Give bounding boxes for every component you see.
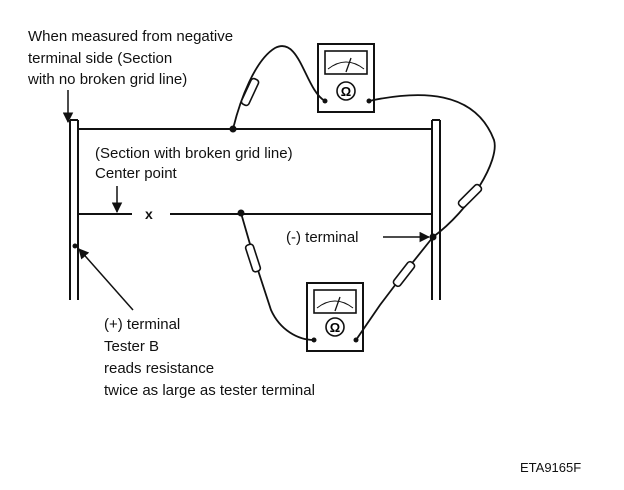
tester-note-line-1: Tester B (104, 338, 160, 355)
figure-reference: ETA9165F (520, 460, 582, 475)
tester-note-line-2: reads resistance (104, 360, 215, 377)
svg-text:Ω: Ω (341, 84, 351, 99)
pos-terminal-point (72, 243, 78, 249)
probe-bottom-right (392, 260, 416, 288)
broken-section-label: (Section with broken grid line) (95, 145, 293, 162)
glass-left-edge (69, 119, 79, 300)
tester-bottom: Ω (306, 282, 364, 352)
probe-top-left (240, 77, 260, 107)
glass-right-edge (431, 119, 441, 300)
tester-note-line-3: twice as large as tester terminal (104, 382, 315, 399)
center-mark: x (145, 206, 153, 222)
arrow-icon-pos-terminal (78, 248, 134, 311)
center-point-label: Center point (95, 165, 177, 182)
ohm-symbol-icon (336, 81, 356, 101)
neg-terminal-label: (-) terminal (286, 229, 359, 246)
probe-bottom-left (244, 243, 262, 273)
lead-bottom-right (355, 236, 434, 341)
pos-terminal-label: (+) terminal (104, 316, 181, 333)
tester-top: Ω (317, 43, 375, 113)
top-note-line-1: When measured from negative (28, 28, 234, 45)
ohm-symbol-icon-bottom (325, 317, 345, 337)
top-note-line-3: with no broken grid line) (28, 71, 188, 88)
lead-bottom-left (240, 212, 315, 341)
probe-top-right (457, 183, 483, 209)
svg-text:Ω: Ω (330, 320, 340, 335)
top-note-line-2: terminal side (Section (28, 50, 173, 67)
